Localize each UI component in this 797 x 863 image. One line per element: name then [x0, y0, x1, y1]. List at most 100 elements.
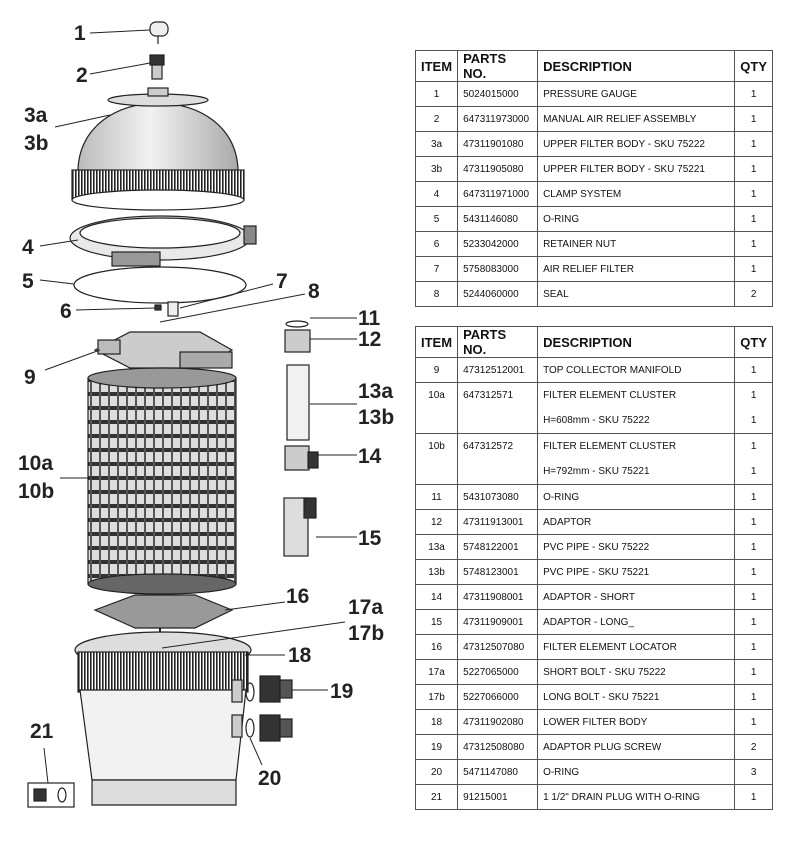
callout-10a: 10a	[18, 452, 53, 475]
item-cell: 17a	[414, 659, 459, 685]
item-cell: 2	[414, 106, 459, 132]
qty-line: 1	[750, 415, 757, 426]
header-item: ITEM	[414, 326, 459, 358]
parts-no-cell: 647311971000	[457, 181, 539, 207]
description-cell: FILTER ELEMENT LOCATOR	[537, 634, 736, 660]
item-cell: 10b	[414, 433, 459, 485]
qty-cell: 1	[734, 784, 773, 810]
leader-lines	[39, 29, 357, 784]
table-row: 9 47312512001 TOP COLLECTOR MANIFOLD 1	[414, 357, 773, 383]
item-cell: 20	[414, 759, 459, 785]
qty-cell: 1	[734, 684, 773, 710]
description-cell: ADAPTOR PLUG SCREW	[537, 734, 736, 760]
item-cell: 3a	[414, 131, 459, 157]
parts-no-cell: 47312512001	[457, 357, 539, 383]
parts-no-cell: 47311913001	[457, 509, 539, 535]
item-cell: 5	[414, 206, 459, 232]
qty-cell: 1	[734, 106, 773, 132]
qty-line: 1	[750, 390, 757, 401]
description-cell: AIR RELIEF FILTER	[537, 256, 736, 282]
parts-no-cell: 647312571	[457, 382, 539, 434]
parts-no-cell: 5431146080	[457, 206, 539, 232]
parts-no-cell: 47311905080	[457, 156, 539, 182]
qty-cell: 1	[734, 509, 773, 535]
clamp-system-part	[69, 215, 257, 267]
qty-cell: 1	[734, 609, 773, 635]
callout-20: 20	[258, 767, 281, 790]
small-o-ring-part	[285, 320, 309, 328]
qty-cell: 1	[734, 584, 773, 610]
item-cell: 17b	[414, 684, 459, 710]
callout-12: 12	[358, 328, 381, 351]
parts-no-cell: 5024015000	[457, 81, 539, 107]
qty-line: 1	[750, 466, 757, 477]
description-line: H=608mm - SKU 75222	[543, 415, 650, 426]
qty-cell: 1	[734, 81, 773, 107]
plug-o-ring-part	[245, 682, 255, 702]
description-line: FILTER ELEMENT CLUSTER	[543, 441, 677, 452]
description-cell: PRESSURE GAUGE	[537, 81, 736, 107]
parts-no-cell: 47311908001	[457, 584, 539, 610]
description-cell: 1 1/2" DRAIN PLUG WITH O-RING	[537, 784, 736, 810]
description-cell: RETAINER NUT	[537, 231, 736, 257]
callout-16: 16	[286, 585, 309, 608]
top-collector-manifold-part	[93, 331, 234, 369]
description-cell: O-RING	[537, 484, 736, 510]
air-relief-assembly-part	[149, 54, 165, 80]
description-cell: ADAPTOR	[537, 509, 736, 535]
qty-cell: 1	[734, 659, 773, 685]
long-adaptor-part	[283, 497, 317, 557]
parts-no-cell: 5431073080	[457, 484, 539, 510]
description-cell: LOWER FILTER BODY	[537, 709, 736, 735]
description-cell: SEAL	[537, 281, 736, 307]
description-cell: UPPER FILTER BODY - SKU 75221	[537, 156, 736, 182]
description-cell: TOP COLLECTOR MANIFOLD	[537, 357, 736, 383]
description-cell: LONG BOLT - SKU 75221	[537, 684, 736, 710]
callout-3b: 3b	[24, 132, 49, 155]
qty-cell: 1	[734, 634, 773, 660]
qty-cell: 1	[734, 534, 773, 560]
qty-cell: 1	[734, 156, 773, 182]
qty-cell: 1	[734, 181, 773, 207]
qty-cell: 1	[734, 357, 773, 383]
callout-9: 9	[24, 366, 36, 389]
callout-4: 4	[22, 236, 34, 259]
callout-7: 7	[276, 270, 288, 293]
item-cell: 11	[414, 484, 459, 510]
short-adaptor-part	[284, 445, 319, 471]
qty-cell: 1	[734, 709, 773, 735]
description-cell: PVC PIPE - SKU 75221	[537, 559, 736, 585]
qty-cell: 3	[734, 759, 773, 785]
parts-table-2: ITEM PARTS NO. DESCRIPTION QTY 9 4731251…	[414, 326, 773, 810]
item-cell: 16	[414, 634, 459, 660]
qty-cell: 2	[734, 734, 773, 760]
item-cell: 13b	[414, 559, 459, 585]
table2-body: 9 47312512001 TOP COLLECTOR MANIFOLD 1 1…	[414, 357, 773, 485]
qty-cell: 1	[734, 231, 773, 257]
description-cell: ADAPTOR - LONG_	[537, 609, 736, 635]
parts-no-cell: 647312572	[457, 433, 539, 485]
description-cell: CLAMP SYSTEM	[537, 181, 736, 207]
filter-element-locator-part	[93, 594, 234, 629]
callout-21: 21	[30, 720, 54, 743]
